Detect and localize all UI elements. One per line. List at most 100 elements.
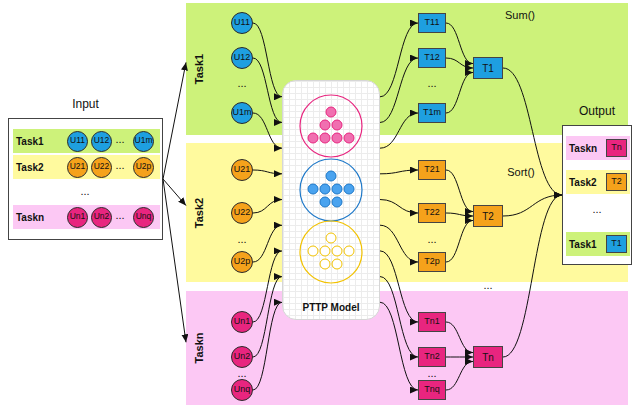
ellipsis-mark: ...: [426, 77, 437, 89]
node-label: Un1: [70, 212, 86, 221]
flow-connector: [253, 225, 282, 262]
flow-connector: [253, 113, 282, 148]
unit-circle: U11: [231, 12, 253, 34]
node-label: Tn2: [424, 352, 440, 362]
ellipsis-mark: ...: [79, 185, 90, 197]
ellipsis-mark: ...: [236, 77, 247, 89]
node-label: T11: [425, 18, 440, 28]
node-label: T2: [611, 177, 622, 187]
input-unit-circle: U11: [67, 131, 88, 152]
ellipsis-mark: ...: [236, 233, 247, 245]
node-label: U21: [70, 162, 86, 171]
input-unit-circle: Unq: [133, 207, 154, 228]
node-label: Unq: [234, 385, 251, 395]
flow-connector: [446, 220, 473, 262]
network-ring: [300, 95, 362, 157]
task-band: Un1Un2UnqTn1Tn2TnqTnTaskn: [186, 291, 628, 405]
ellipsis-mark: ...: [236, 367, 247, 379]
network-neuron: [332, 197, 342, 207]
output-row: Tn Taskn: [566, 136, 630, 160]
flow-connector: [446, 23, 473, 64]
unit-circle: U21: [231, 159, 253, 181]
network-neuron: [332, 120, 342, 130]
node-label: Un1: [234, 317, 251, 327]
network-neuron: [320, 246, 330, 256]
ellipsis-mark: ...: [426, 233, 437, 245]
network-neuron: [326, 107, 336, 117]
network-neuron: [332, 133, 342, 143]
flow-connector: [163, 179, 186, 342]
node-label: U22: [234, 208, 251, 218]
operation-label: Sort(): [506, 166, 536, 178]
node-label: U12: [94, 136, 110, 145]
network-neuron: [332, 259, 342, 269]
ellipsis-mark: ...: [482, 279, 493, 291]
network-neuron: [332, 246, 342, 256]
flow-connector: [446, 58, 473, 68]
flow-connector: [380, 225, 418, 262]
node-label: Un2: [94, 212, 110, 221]
unit-circle: U12: [231, 47, 253, 69]
output-row: T1Task1: [566, 232, 630, 256]
network-neuron: [320, 184, 330, 194]
flow-connector: [253, 58, 282, 122]
node-label: Tn: [611, 143, 622, 153]
flow-connector: [446, 213, 473, 216]
score-box: T2p: [418, 252, 446, 272]
output-row: T2Task2: [566, 170, 630, 194]
score-box: Tn1: [418, 312, 446, 332]
flow-connector: [503, 195, 562, 216]
flow-connector: [253, 302, 282, 390]
band-label: Task2: [193, 197, 205, 227]
node-label: T1: [611, 239, 622, 249]
flow-connector: [380, 251, 418, 322]
network-neuron: [344, 184, 354, 194]
node-label: U21: [234, 165, 251, 175]
input-panel: U11U12U1mTask1U21U22U2pTask2Un1Un2UnqTas…: [8, 118, 163, 240]
task-score-box: T1: [473, 57, 503, 79]
flow-connector: [163, 62, 186, 179]
network-neuron: [320, 259, 330, 269]
node-label: T2: [482, 211, 494, 222]
network-neuron: [326, 171, 336, 181]
network-neuron: [320, 133, 330, 143]
band-label: Taskn: [193, 333, 205, 364]
network-ring: [300, 159, 362, 221]
flow-connector: [380, 58, 418, 122]
node-label: T22: [424, 208, 440, 218]
unit-circle: U22: [231, 202, 253, 224]
network-neuron: [308, 184, 318, 194]
ellipsis-mark: ...: [114, 209, 125, 221]
network-neuron: [332, 184, 342, 194]
node-label: Tn1: [424, 317, 440, 327]
node-label: U2p: [234, 257, 251, 267]
flow-connector: [253, 200, 282, 213]
flow-connector: [380, 113, 418, 148]
node-label: T1m: [423, 108, 441, 118]
output-score-box: Tn: [606, 139, 627, 157]
task-row: U11U12U1mTask1: [13, 129, 160, 153]
task-row: Un1Un2UnqTaskn: [13, 205, 160, 229]
network-neuron: [326, 233, 336, 243]
node-label: U11: [234, 18, 250, 28]
node-label: Taskn: [569, 143, 597, 154]
node-label: U1m: [232, 108, 251, 118]
flow-connector: [446, 357, 473, 358]
output-score-box: T1: [606, 235, 627, 253]
task-band: U11U12U1mT11T12T1mT1Task1: [186, 3, 628, 135]
input-unit-circle: U22: [91, 157, 112, 178]
flow-connector: [503, 68, 562, 195]
flow-connector: [446, 322, 473, 353]
node-label: U2p: [136, 162, 152, 171]
node-label: Unq: [136, 212, 152, 221]
unit-circle: Un1: [231, 311, 253, 333]
band-label: Task1: [193, 54, 205, 84]
score-box: Tn2: [418, 347, 446, 367]
score-box: T11: [418, 13, 446, 33]
node-label: T1: [482, 63, 494, 74]
output-score-box: T2: [606, 173, 627, 191]
unit-circle: Unq: [231, 379, 253, 401]
ellipsis-mark: ...: [426, 367, 437, 379]
